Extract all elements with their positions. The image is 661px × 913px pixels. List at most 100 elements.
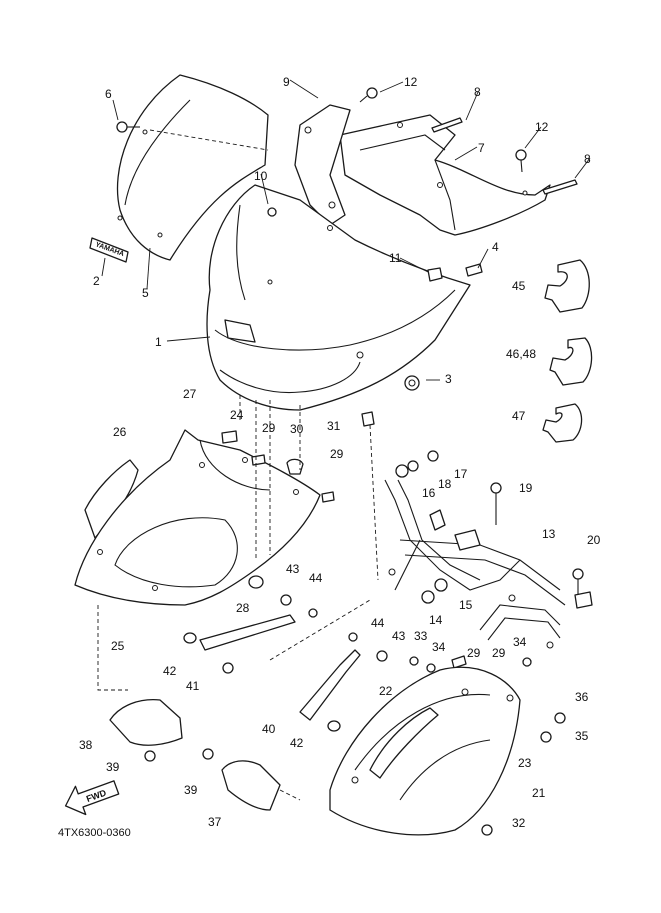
bracket-37 (221, 760, 281, 811)
callout-43a: 43 (286, 562, 300, 576)
callout-8a: 8 (474, 85, 481, 99)
grommet-3 (404, 375, 420, 391)
callout-15: 15 (459, 598, 473, 612)
callout-34a: 34 (432, 640, 446, 654)
callout-19: 19 (519, 481, 533, 495)
callout-10: 10 (254, 169, 268, 183)
clip-24 (221, 430, 238, 444)
callout-30: 30 (290, 422, 304, 436)
diagram-code: 4TX6300-0360 (58, 827, 131, 839)
collar-14 (421, 590, 435, 604)
leader-lines (101, 79, 591, 381)
bolt-19 (490, 482, 502, 525)
nut-34b (522, 657, 532, 667)
upper-cowling (206, 184, 471, 411)
collar-42b (327, 720, 341, 732)
callout-5: 5 (142, 286, 149, 300)
collar-16 (395, 464, 409, 478)
callout-42a: 42 (163, 664, 177, 678)
callout-9: 9 (283, 75, 290, 89)
nut-33 (409, 656, 419, 666)
callout-36: 36 (575, 690, 589, 704)
nut-44b (348, 632, 358, 642)
bolt-17 (427, 450, 439, 462)
callout-42b: 42 (290, 736, 304, 750)
windscreen (116, 74, 269, 261)
clip-11 (427, 267, 443, 282)
forward-arrow-icon: FWD (64, 780, 120, 816)
clip-31 (361, 411, 375, 427)
callout-12b: 12 (535, 120, 549, 134)
pad-29a (251, 454, 266, 466)
callout-44b: 44 (371, 616, 385, 630)
callout-1: 1 (155, 335, 162, 349)
callout-11: 11 (389, 251, 402, 265)
screw-39b (202, 748, 214, 760)
callout-23: 23 (518, 756, 532, 770)
callout-3: 3 (445, 372, 452, 386)
callout-29c: 29 (467, 646, 481, 660)
callout-16: 16 (422, 486, 436, 500)
screw-32 (481, 824, 493, 836)
stay-frame-13 (384, 479, 593, 649)
screw-12a (359, 87, 378, 103)
callout-8b: 8 (584, 152, 591, 166)
bolt-43a (280, 594, 292, 606)
bolt-43b (376, 650, 388, 662)
callout-43b: 43 (392, 629, 406, 643)
screw-36 (554, 712, 566, 724)
screw-12b (515, 149, 527, 173)
callout-28: 28 (236, 601, 250, 615)
bracket-45 (544, 259, 590, 313)
bracket-46-48 (549, 337, 593, 386)
callout-32: 32 (512, 816, 526, 830)
pad-29b (321, 491, 335, 503)
clip-30 (286, 458, 304, 475)
nut-34a (426, 663, 436, 673)
screw-39a (144, 750, 156, 762)
callout-31: 31 (327, 419, 341, 433)
yamaha-decal: YAMAHA (89, 237, 129, 263)
callout-2: 2 (93, 274, 100, 288)
callout-46-48: 46,48 (506, 347, 536, 361)
stay-40 (299, 649, 361, 721)
callout-45: 45 (512, 279, 526, 293)
washer-18 (407, 460, 419, 472)
seal-8b (542, 179, 578, 195)
callout-6: 6 (105, 87, 112, 101)
bolt-20 (572, 568, 584, 595)
callout-21: 21 (532, 786, 546, 800)
callout-26: 26 (113, 425, 127, 439)
callout-29d: 29 (492, 646, 506, 660)
callout-13: 13 (542, 527, 556, 541)
stay (294, 104, 351, 226)
seal-8a (431, 117, 463, 133)
callout-24: 24 (230, 408, 244, 422)
inner-panel (339, 114, 551, 236)
nut-44a (308, 608, 318, 618)
callout-35: 35 (575, 729, 589, 743)
callout-22: 22 (379, 684, 393, 698)
callout-39b: 39 (184, 783, 198, 797)
grommet-28 (248, 575, 264, 589)
clip-10 (267, 207, 277, 217)
callout-33: 33 (414, 629, 428, 643)
callout-47: 47 (512, 409, 526, 423)
callout-41: 41 (186, 679, 200, 693)
callout-4: 4 (492, 240, 499, 254)
pad-4 (465, 263, 483, 277)
callout-12a: 12 (404, 75, 418, 89)
callout-37: 37 (208, 815, 222, 829)
callout-14: 14 (429, 613, 443, 627)
callout-34b: 34 (513, 635, 527, 649)
callout-29a: 29 (262, 421, 276, 435)
collar-42a (183, 632, 197, 644)
callout-27: 27 (183, 387, 197, 401)
callouts: 1 2 3 4 5 6 7 8 8 9 10 11 12 12 13 14 15… (79, 75, 601, 830)
callout-18: 18 (438, 477, 452, 491)
screw-35 (540, 731, 552, 743)
bracket-47 (542, 403, 583, 443)
callout-44a: 44 (309, 571, 323, 585)
decal-22 (369, 707, 439, 779)
